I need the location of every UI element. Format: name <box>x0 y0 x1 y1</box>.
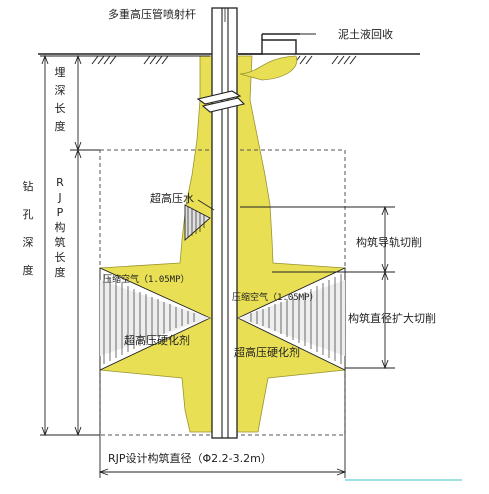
rod-label: 多重高压管喷射杆 <box>108 7 196 21</box>
harden-right-label: 超高压硬化剂 <box>234 345 300 359</box>
buried-depth-label: 埋深长度 <box>55 66 66 133</box>
labels: 多重高压管喷射杆 泥土液回收 超高压水 构筑导轨切削 压缩空气（1.05MP） … <box>23 7 437 465</box>
dimension-line-bottom <box>98 370 462 481</box>
water-jet <box>184 204 211 241</box>
air-right-label: 压缩空气（1.05MP） <box>232 291 319 303</box>
diameter-cut-label: 构筑直径扩大切削 <box>348 311 436 325</box>
rjp-diameter-label: RJP设计构筑直径（Φ2.2-3.2m） <box>108 451 272 465</box>
water-label: 超高压水 <box>150 191 194 205</box>
right-hardener-jet <box>236 267 346 371</box>
harden-left-label: 超高压硬化剂 <box>124 333 190 347</box>
air-left-label: 压缩空气（1.05MP） <box>103 273 190 285</box>
dimension-lines-right <box>240 205 395 370</box>
left-hardener-jet <box>99 267 212 371</box>
ground-surface <box>38 53 420 65</box>
recovery-pipe <box>238 33 316 55</box>
guide-cut-label: 构筑导轨切削 <box>356 235 422 249</box>
jet-rod <box>196 7 246 439</box>
dimension-lines-left <box>40 54 210 437</box>
drill-depth-label: 钻孔深度 <box>23 179 34 277</box>
recovery-label: 泥土液回收 <box>338 27 393 41</box>
leader-lines <box>197 8 226 211</box>
